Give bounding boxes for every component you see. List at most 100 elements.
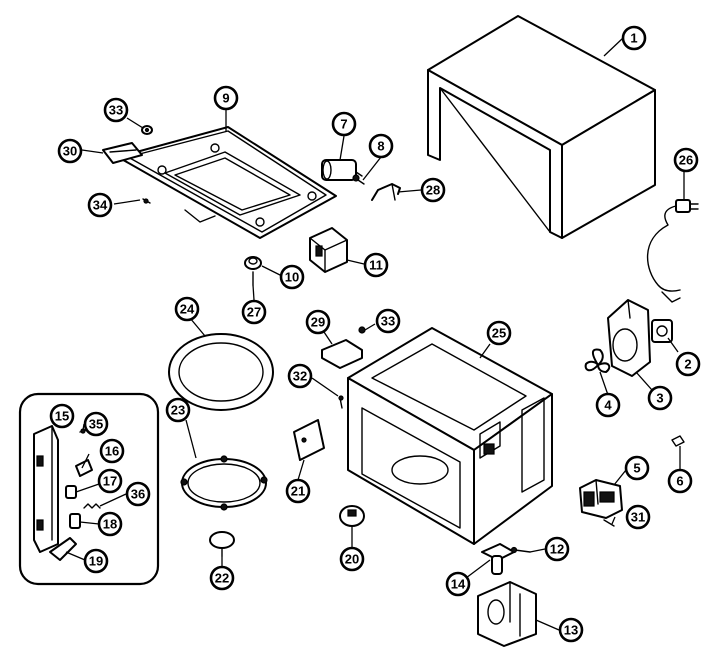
part-latch-18 — [69, 513, 81, 529]
callout-label: 18 — [103, 517, 117, 532]
part-lever-19 — [49, 537, 77, 561]
callout-label: 34 — [93, 198, 108, 213]
callout-21: 21 — [285, 478, 311, 504]
callout-20: 20 — [339, 546, 365, 572]
part-screw-31 — [603, 519, 615, 527]
part-mounting-plate — [293, 419, 325, 461]
part-fan-blade — [584, 348, 611, 373]
callout-33-upper: 33 — [103, 97, 129, 123]
callout-label: 25 — [492, 326, 506, 341]
callout-label: 22 — [215, 571, 229, 586]
callout-label: 36 — [131, 487, 145, 502]
part-latch-16 — [75, 459, 93, 477]
callout-label: 29 — [311, 315, 325, 330]
part-latch-17 — [65, 485, 77, 499]
part-screw-8 — [352, 174, 365, 185]
callout-28: 28 — [420, 177, 446, 203]
callout-label: 7 — [340, 117, 347, 132]
callout-11: 11 — [363, 252, 389, 278]
door-latch-group — [18, 392, 160, 586]
callout-31: 31 — [625, 504, 651, 530]
callout-9: 9 — [213, 85, 239, 111]
callout-26: 26 — [673, 147, 699, 173]
part-screw-34 — [142, 198, 151, 204]
callout-7: 7 — [331, 111, 357, 137]
callout-32: 32 — [287, 363, 313, 389]
part-turntable-motor — [339, 505, 365, 527]
callout-5: 5 — [624, 455, 650, 481]
callout-35: 35 — [83, 411, 109, 437]
leader-lines — [65, 37, 685, 631]
callout-label: 35 — [89, 417, 103, 432]
part-oven-cavity — [347, 327, 553, 545]
part-power-cord — [646, 199, 699, 303]
part-base-plate — [117, 126, 337, 239]
callout-label: 33 — [109, 103, 123, 118]
part-spring-36 — [83, 503, 101, 509]
callout-label: 26 — [679, 153, 693, 168]
callout-6: 6 — [667, 468, 693, 494]
callout-33-middle: 33 — [375, 308, 401, 334]
callout-label: 27 — [247, 305, 261, 320]
callout-10: 10 — [279, 264, 305, 290]
callout-label: 4 — [604, 398, 612, 413]
callout-label: 13 — [564, 623, 578, 638]
callout-label: 24 — [180, 302, 195, 317]
callout-label: 6 — [676, 474, 683, 489]
callout-12: 12 — [544, 536, 570, 562]
callout-19: 19 — [83, 548, 109, 574]
part-nut-upper — [141, 125, 153, 135]
callout-27: 27 — [241, 299, 267, 325]
callout-label: 12 — [550, 542, 564, 557]
callout-label: 5 — [633, 461, 640, 476]
callout-13: 13 — [558, 617, 584, 643]
callout-label: 16 — [105, 444, 119, 459]
callout-36: 36 — [125, 481, 151, 507]
part-magnetron — [579, 479, 623, 519]
callout-17: 17 — [97, 468, 123, 494]
part-clip-6 — [671, 435, 685, 447]
part-fan-housing — [607, 299, 651, 377]
part-screw-32 — [338, 395, 344, 409]
callout-label: 14 — [451, 577, 466, 592]
callout-label: 20 — [345, 552, 359, 567]
part-bracket-29 — [321, 339, 363, 369]
callout-label: 30 — [63, 144, 77, 159]
callout-15: 15 — [49, 403, 75, 429]
callout-label: 21 — [291, 484, 305, 499]
callout-label: 1 — [630, 31, 637, 46]
part-lamp — [481, 543, 515, 575]
callout-label: 33 — [381, 314, 395, 329]
callout-3: 3 — [647, 385, 673, 411]
callout-label: 28 — [426, 183, 440, 198]
callout-16: 16 — [99, 438, 125, 464]
part-turntable-glass — [168, 333, 274, 411]
part-outer-cabinet — [427, 15, 656, 239]
callout-18: 18 — [97, 511, 123, 537]
callout-8: 8 — [368, 133, 394, 159]
part-air-duct — [477, 581, 537, 647]
part-capacitor-bracket — [371, 183, 401, 201]
part-roller-ring — [180, 455, 268, 511]
callout-34: 34 — [87, 192, 113, 218]
callout-label: 11 — [369, 258, 383, 273]
part-nut-middle — [358, 326, 366, 334]
callout-1: 1 — [621, 25, 647, 51]
callout-2: 2 — [675, 351, 701, 377]
callout-label: 23 — [171, 403, 185, 418]
callout-label: 3 — [656, 391, 663, 406]
callout-label: 17 — [103, 474, 117, 489]
callout-30: 30 — [57, 138, 83, 164]
callout-label: 8 — [377, 139, 384, 154]
callout-label: 10 — [285, 270, 299, 285]
part-hinge-bracket — [102, 142, 143, 164]
callout-label: 2 — [684, 357, 691, 372]
callout-25: 25 — [486, 320, 512, 346]
callout-label: 15 — [55, 409, 69, 424]
part-foot — [244, 256, 262, 270]
callout-24: 24 — [174, 296, 200, 322]
callout-22: 22 — [209, 565, 235, 591]
callout-label: 19 — [89, 554, 103, 569]
